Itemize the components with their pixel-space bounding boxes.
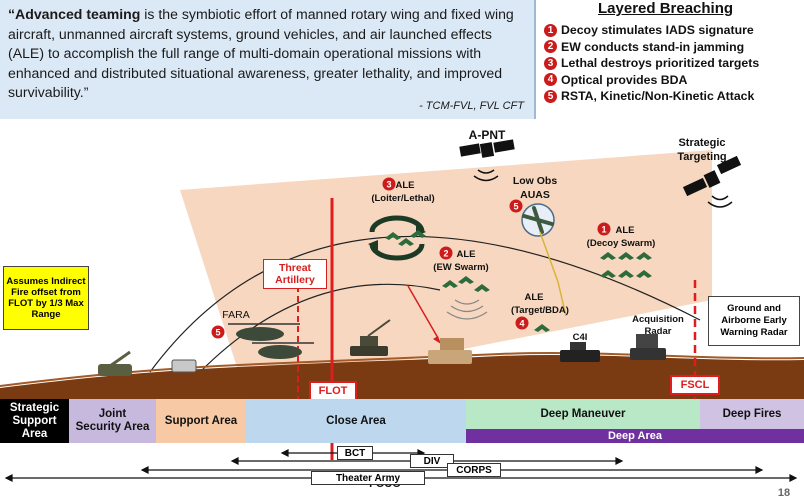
range-arc-large [149,235,701,373]
threat-label-2: Artillery [275,274,315,286]
quote-text: “Advanced teaming is the symbiotic effor… [8,5,526,103]
badge-ale3 [382,177,396,191]
breaching-item-text: Decoy stimulates IADS signature [561,23,754,38]
badge-auas-num: 5 [513,202,518,212]
quote-body: is the symbiotic effort of manned rotary… [8,6,514,101]
step-badge: 2 [544,40,557,54]
breaching-item: 4 Optical provides BDA [544,72,802,89]
breaching-item: 1 Decoy stimulates IADS signature [544,22,802,39]
fara-helicopter-icon [228,323,314,359]
supply-vehicle-icon [171,359,197,373]
quote-lead: Advanced teaming [15,6,141,22]
ale4-label-2: (Target/BDA) [511,305,569,316]
early-warning-radar-box: Ground and Airborne Early Warning Radar [708,296,800,346]
quote-box: “Advanced teaming is the symbiotic effor… [0,0,536,119]
threat-label-1: Threat [278,262,312,274]
enemy-launcher-icon [428,338,472,364]
ale-ew-swarm-icon [442,276,490,320]
badge-ale1 [597,222,611,236]
step-badge: 1 [544,23,557,37]
breaching-item-text: Optical provides BDA [561,72,688,87]
ground-terrain [0,355,804,404]
step-badge: 5 [544,89,557,103]
sensor-fan [180,150,712,392]
zone-joint-security: Joint Security Area [69,399,156,443]
badge-ale2-num: 2 [443,249,448,259]
badge-ale4-num: 4 [519,319,524,329]
zone-deep-area: Deep Area [466,429,804,443]
acquisition-radar-icon [630,334,666,360]
breaching-item-text: RSTA, Kinetic/Non-Kinetic Attack [561,89,755,104]
threat-artillery-label: Threat Artillery [263,259,327,289]
flot-label: FLOT [309,381,357,401]
badge-auas [509,199,523,213]
apnt-satellite-icon [459,139,515,182]
breaching-item-text: EW conducts stand-in jamming [561,39,745,54]
ale1-label-1: ALE [616,225,635,236]
badge-ale4 [515,316,529,330]
apnt-label: A-PNT [469,128,506,142]
strategic-label-1: Strategic [678,137,725,149]
c4i-label: C4I [573,332,588,343]
badge-ale3-num: 3 [386,180,391,190]
breaching-item-text: Lethal destroys prioritized targets [561,56,760,71]
zone-close: Close Area [246,399,466,443]
low-obs-label-1: Low Obs [513,175,557,187]
range-corps: CORPS [447,463,501,477]
ale2-label-2: (EW Swarm) [433,262,488,273]
strategic-label-2: Targeting [677,151,726,163]
zone-strategic-support: Strategic Support Area [0,399,69,443]
c4i-vehicle-icon [560,342,600,362]
page-number: 18 [778,487,790,499]
ale4-label-1: ALE [525,292,544,303]
range-arc-small [199,283,441,373]
breaching-title: Layered Breaching [598,0,734,17]
badge-ale2 [439,246,453,260]
breaching-list: 1 Decoy stimulates IADS signature 2 EW con… [544,22,802,105]
ale-bda-drone-icon [534,324,550,332]
ale1-label-2: (Decoy Swarm) [587,238,656,249]
strike-arrow-head [433,336,441,344]
fscl-label: FSCL [670,375,720,395]
fara-label: FARA [222,309,249,321]
range-bct: BCT [337,446,373,460]
badge-fara [211,325,225,339]
strike-arrow [407,285,439,339]
ale-decoy-swarm-icon [600,252,652,278]
low-obs-label-2: AUAS [520,189,550,201]
loiter-orbit-icon [368,215,426,261]
breaching-item: 2 EW conducts stand-in jamming [544,39,802,56]
step-badge: 4 [544,73,557,87]
zone-support: Support Area [156,399,246,443]
acq-label-1: Acquisition [632,314,684,325]
breaching-item: 5 RSTA, Kinetic/Non-Kinetic Attack [544,88,802,105]
acq-label-2: Radar [645,326,672,337]
auas-drone-icon [521,203,567,317]
range-div: DIV [410,454,454,468]
ale2-label-1: ALE [457,249,476,260]
ale3-label-1: ALE [396,180,415,191]
step-badge: 3 [544,56,557,70]
badge-ale1-num: 1 [601,225,606,235]
zone-deep-maneuver: Deep Maneuver [466,399,700,429]
zone-deep-fires: Deep Fires [700,399,804,429]
range-theater: Theater Army [311,471,425,485]
enemy-air-defense-icon [350,319,391,356]
badge-fara-num: 5 [215,328,220,338]
strategic-satellite-icon [682,155,742,208]
ale3-label-2: (Loiter/Lethal) [371,193,434,204]
quote-open: “ [8,6,16,22]
quote-source: - TCM-FVL, FVL CFT [419,100,524,112]
artillery-vehicle-icon [98,350,132,376]
breaching-item: 3 Lethal destroys prioritized targets [544,55,802,72]
diagram-badges: 3 2 1 4 5 5 [211,177,611,339]
ale-lethal-swarm-icon [385,230,426,246]
indirect-fire-note: Assumes Indirect Fire offset from FLOT b… [3,266,89,330]
